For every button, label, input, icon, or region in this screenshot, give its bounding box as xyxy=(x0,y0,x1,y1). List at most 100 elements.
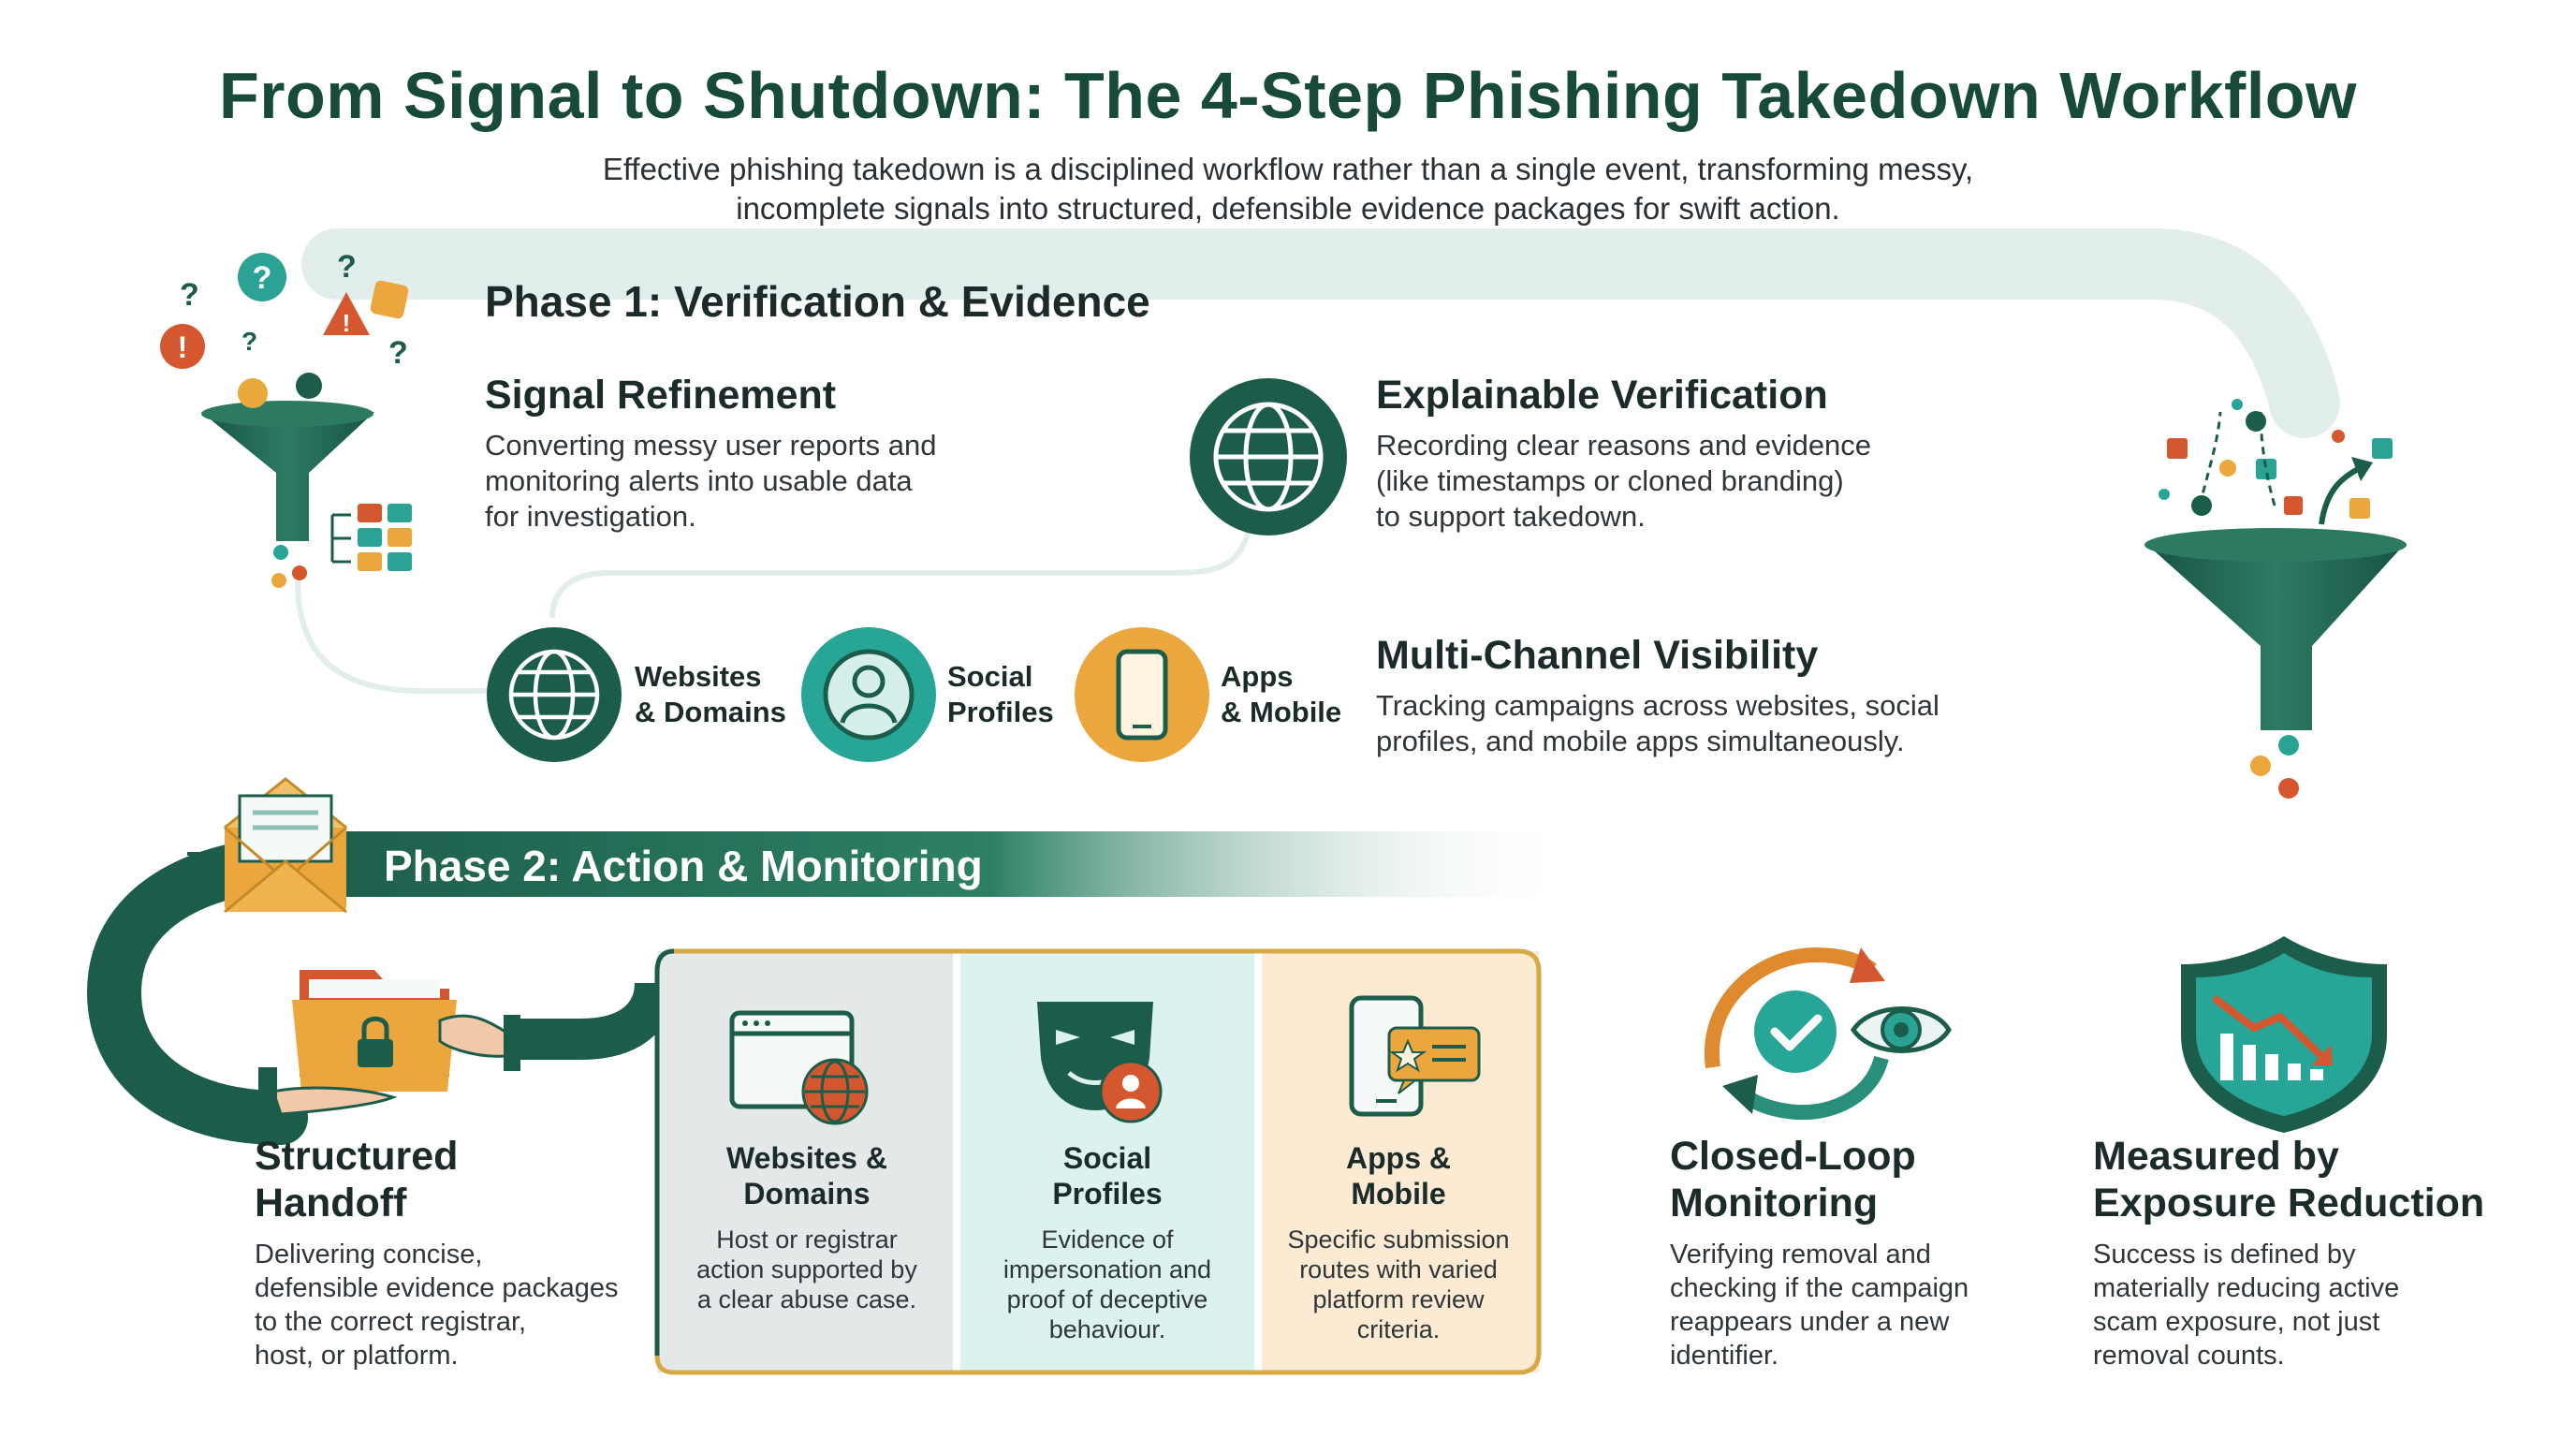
body-line: proof of deceptive xyxy=(1006,1285,1208,1313)
svg-text:?: ? xyxy=(253,260,272,296)
svg-text:!: ! xyxy=(343,309,351,337)
measured-section: Measured by Exposure Reduction Success i… xyxy=(2093,1133,2561,1372)
chip-label-line: & Mobile xyxy=(1221,696,1342,728)
phase1-band xyxy=(301,228,2340,438)
body-line: reappears under a new xyxy=(1670,1307,1950,1337)
structured-handoff-section: Structured Handoff Delivering concise, d… xyxy=(255,1133,666,1372)
closed-loop-monitoring-icon xyxy=(1704,946,1952,1121)
body-line: Evidence of xyxy=(1041,1225,1174,1254)
body-line: impersonation and xyxy=(1003,1255,1212,1284)
multi-channel-body: Tracking campaigns across websites, soci… xyxy=(1376,688,2050,759)
body-line: Recording clear reasons and evidence xyxy=(1376,429,1872,462)
svg-text:?: ? xyxy=(388,335,408,371)
body-line: checking if the campaign xyxy=(1670,1273,1969,1303)
chip-label-line: Apps xyxy=(1221,660,1294,693)
chip-label-line: Profiles xyxy=(947,696,1054,728)
body-line: Specific submission xyxy=(1287,1225,1510,1254)
body-line: scam exposure, not just xyxy=(2093,1307,2380,1337)
subtitle-line: incomplete signals into structured, defe… xyxy=(736,191,1840,226)
body-line: behaviour. xyxy=(1048,1315,1166,1343)
subtitle-line: Effective phishing takedown is a discipl… xyxy=(602,152,1974,186)
body-line: Delivering concise, xyxy=(255,1240,483,1269)
svg-text:?: ? xyxy=(242,327,257,356)
body-line: materially reducing active xyxy=(2093,1273,2400,1303)
column-websites: Websites & Domains Host or registrar act… xyxy=(661,1140,953,1314)
heading-line: Measured by xyxy=(2093,1134,2339,1179)
evidence-funnel-icon xyxy=(2144,399,2407,799)
phase2-band xyxy=(86,831,1573,1145)
heading-line: Profiles xyxy=(1052,1177,1163,1211)
handoff-folder-icon xyxy=(258,970,520,1122)
chip-label-line: Social xyxy=(947,660,1033,693)
multi-channel-section: Multi-Channel Visibility Tracking campai… xyxy=(1376,633,2050,759)
heading-line: Social xyxy=(1062,1141,1152,1175)
body-line: action supported by xyxy=(696,1255,917,1284)
signal-refinement-section: Signal Refinement Converting messy user … xyxy=(485,373,1046,535)
closed-loop-heading: Closed-Loop Monitoring xyxy=(1670,1133,2063,1226)
signal-funnel-icon: ? ! ! ? ? ? ? xyxy=(160,249,412,588)
body-line: Verifying removal and xyxy=(1670,1240,1931,1269)
svg-text:?: ? xyxy=(337,249,357,285)
body-line: monitoring alerts into usable data xyxy=(485,464,913,497)
chip-social-label: Social Profiles xyxy=(947,659,1054,730)
handoff-heading: Structured Handoff xyxy=(255,1133,666,1226)
body-line: for investigation. xyxy=(485,500,696,533)
body-line: routes with varied xyxy=(1299,1255,1498,1284)
column-mobile-review-icon xyxy=(1349,995,1481,1117)
body-line: criteria. xyxy=(1356,1315,1441,1343)
envelope-icon xyxy=(187,777,347,914)
closed-loop-section: Closed-Loop Monitoring Verifying removal… xyxy=(1670,1133,2063,1372)
chip-websites-label: Websites & Domains xyxy=(635,659,786,730)
body-line: removal counts. xyxy=(2093,1341,2285,1371)
column-body: Host or registrar action supported by a … xyxy=(661,1225,953,1314)
verification-globe-icon xyxy=(1190,378,1347,536)
heading-line: Exposure Reduction xyxy=(2093,1181,2485,1225)
explainable-verification-body: Recording clear reasons and evidence (li… xyxy=(1376,428,2031,535)
page-title: From Signal to Shutdown: The 4-Step Phis… xyxy=(219,59,2357,132)
chip-social-profile-icon xyxy=(801,627,936,762)
multi-channel-heading: Multi-Channel Visibility xyxy=(1376,633,1819,678)
heading-line: Domains xyxy=(743,1177,871,1211)
chip-mobile-icon xyxy=(1075,627,1209,762)
signal-refinement-heading: Signal Refinement xyxy=(485,373,837,418)
handoff-body: Delivering concise, defensible evidence … xyxy=(255,1238,666,1372)
body-line: Tracking campaigns across websites, soci… xyxy=(1376,689,1939,722)
body-line: host, or platform. xyxy=(255,1341,459,1371)
heading-line: Closed-Loop xyxy=(1670,1134,1916,1179)
body-line: Success is defined by xyxy=(2093,1240,2356,1269)
body-line: Host or registrar xyxy=(716,1225,898,1254)
body-line: platform review xyxy=(1312,1285,1485,1313)
explainable-verification-heading: Explainable Verification xyxy=(1376,373,1828,418)
column-heading: Websites & Domains xyxy=(661,1140,953,1211)
body-line: (like timestamps or cloned branding) xyxy=(1376,464,1844,497)
body-line: identifier. xyxy=(1670,1341,1779,1371)
page-subtitle: Effective phishing takedown is a discipl… xyxy=(352,150,2224,228)
exposure-shield-icon xyxy=(2181,936,2387,1133)
heading-line: Websites & xyxy=(726,1141,887,1175)
phase2-title: Phase 2: Action & Monitoring xyxy=(384,842,983,890)
chip-websites-icon xyxy=(487,627,622,762)
heading-line: Handoff xyxy=(255,1181,407,1225)
svg-text:?: ? xyxy=(180,277,199,313)
closed-loop-body: Verifying removal and checking if the ca… xyxy=(1670,1238,2063,1372)
body-line: to the correct registrar, xyxy=(255,1307,527,1337)
column-heading: Apps & Mobile xyxy=(1262,1140,1535,1211)
column-browser-globe-icon xyxy=(729,1010,869,1125)
column-mask-icon xyxy=(1037,1002,1163,1123)
column-body: Evidence of impersonation and proof of d… xyxy=(960,1225,1254,1344)
column-social: Social Profiles Evidence of impersonatio… xyxy=(960,1140,1254,1344)
explainable-verification-section: Explainable Verification Recording clear… xyxy=(1376,373,2031,535)
phase1-title: Phase 1: Verification & Evidence xyxy=(485,277,1150,326)
column-apps: Apps & Mobile Specific submission routes… xyxy=(1262,1140,1535,1344)
chip-label-line: & Domains xyxy=(635,696,786,728)
svg-text:!: ! xyxy=(178,330,188,364)
body-line: to support takedown. xyxy=(1376,500,1646,533)
body-line: a clear abuse case. xyxy=(696,1285,917,1313)
chip-mobile-label: Apps & Mobile xyxy=(1221,659,1341,730)
channel-columns-box xyxy=(654,948,1542,1375)
body-line: Converting messy user reports and xyxy=(485,429,937,462)
heading-line: Mobile xyxy=(1351,1177,1446,1211)
heading-line: Structured xyxy=(255,1134,459,1179)
body-line: profiles, and mobile apps simultaneously… xyxy=(1376,725,1905,757)
chip-label-line: Websites xyxy=(635,660,762,693)
